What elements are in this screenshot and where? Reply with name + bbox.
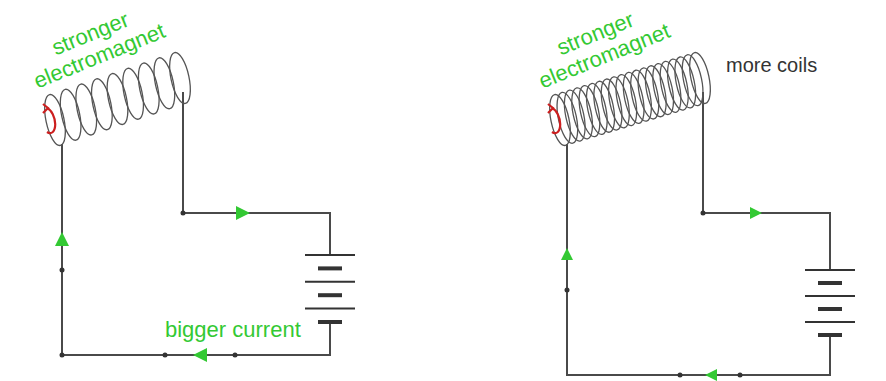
coil-loop bbox=[642, 64, 670, 119]
current-arrow bbox=[705, 369, 717, 381]
current-arrow bbox=[193, 348, 207, 362]
coil-loop bbox=[686, 51, 714, 106]
coils-label: more coils bbox=[726, 54, 817, 76]
field-arrow bbox=[47, 108, 55, 133]
current-arrow bbox=[236, 206, 250, 220]
coil-loop bbox=[119, 66, 147, 121]
junction-dot bbox=[701, 211, 706, 216]
current-label: bigger current bbox=[165, 318, 301, 342]
battery-plate bbox=[818, 333, 842, 337]
battery-plate bbox=[318, 266, 342, 270]
coil-loop bbox=[590, 79, 618, 134]
coil-loop bbox=[575, 84, 603, 139]
battery-plate bbox=[318, 320, 342, 324]
junction-dot bbox=[181, 211, 186, 216]
field-arrow bbox=[552, 108, 560, 133]
junction-dot bbox=[60, 268, 65, 273]
wire bbox=[703, 92, 830, 270]
field-arrow-group bbox=[43, 104, 560, 133]
coil-loop bbox=[88, 77, 116, 132]
coil-loop bbox=[56, 87, 84, 142]
coil-loop bbox=[150, 56, 178, 111]
wire bbox=[183, 92, 330, 255]
coil-loop bbox=[553, 90, 581, 145]
coil-loop bbox=[634, 66, 662, 121]
coil-loop bbox=[649, 62, 677, 117]
coil-loop bbox=[583, 82, 611, 137]
coil-loop bbox=[568, 86, 596, 141]
junction-dot bbox=[565, 288, 570, 293]
battery-plate bbox=[805, 295, 855, 297]
battery-plate bbox=[305, 308, 355, 310]
coil-loop bbox=[546, 93, 574, 148]
coil-loop bbox=[619, 71, 647, 126]
battery-plate bbox=[805, 269, 855, 271]
coil-loop bbox=[627, 68, 655, 123]
current-arrow bbox=[55, 232, 69, 246]
junction-dot bbox=[233, 353, 238, 358]
electromagnet-label: stronger electromagnet bbox=[16, 0, 173, 96]
battery-plate bbox=[305, 254, 355, 256]
battery-plate bbox=[318, 293, 342, 297]
battery-plate bbox=[805, 321, 855, 323]
wire-group bbox=[62, 92, 830, 375]
coil-loop bbox=[72, 82, 100, 137]
coil-loop bbox=[656, 60, 684, 115]
junction-dot bbox=[60, 353, 65, 358]
coil-loop bbox=[612, 73, 640, 128]
coil-loop bbox=[561, 88, 589, 143]
current-arrow-group bbox=[55, 206, 762, 381]
battery-plate bbox=[818, 307, 842, 311]
wire bbox=[567, 144, 830, 375]
battery-plate bbox=[818, 281, 842, 285]
wire bbox=[62, 144, 330, 355]
junction-dot bbox=[678, 373, 683, 378]
junction-dot bbox=[738, 373, 743, 378]
coil-loop bbox=[597, 77, 625, 132]
coil-loop bbox=[41, 93, 69, 148]
coil-loop bbox=[103, 72, 131, 127]
junction-dots bbox=[60, 211, 743, 378]
current-arrow bbox=[561, 248, 573, 260]
coil-loop bbox=[678, 53, 706, 108]
coil-loop bbox=[664, 57, 692, 112]
battery-group bbox=[305, 255, 855, 335]
battery-plate bbox=[305, 281, 355, 283]
junction-dot bbox=[163, 353, 168, 358]
coil-loop bbox=[135, 61, 163, 116]
coil-loop bbox=[671, 55, 699, 110]
coil-loop bbox=[166, 51, 194, 106]
coil-loop bbox=[605, 75, 633, 130]
field-arrowhead bbox=[548, 104, 553, 113]
current-arrow bbox=[750, 207, 762, 219]
field-arrowhead bbox=[43, 104, 48, 113]
